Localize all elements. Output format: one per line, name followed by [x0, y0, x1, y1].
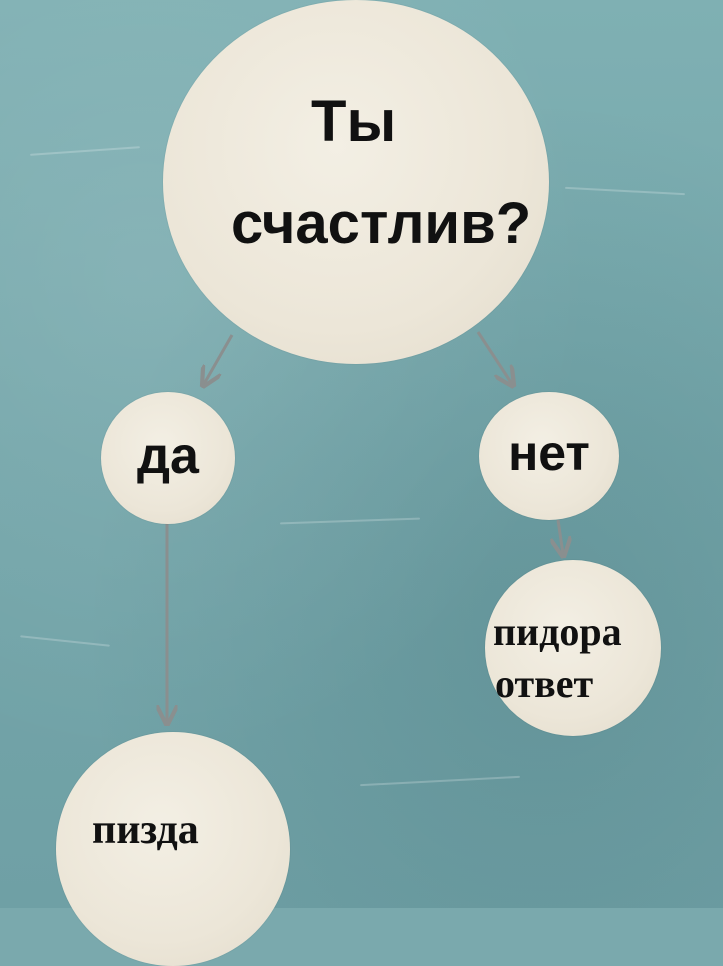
question-line2: счастлив? [231, 191, 532, 256]
arrow-to-no [476, 331, 512, 384]
outcome-no-node: пидора ответ [485, 560, 661, 736]
question-node: Ты счастлив? [163, 0, 549, 364]
outcome-yes-label: пизда [92, 807, 199, 853]
outcome-no-line1: пидора [493, 609, 622, 654]
answer-no-label: нет [508, 425, 590, 481]
answer-no-node: нет [479, 392, 619, 520]
arrow-to-yes [204, 334, 234, 384]
answer-yes-label: да [137, 427, 199, 485]
answer-yes-node: да [101, 392, 235, 524]
outcome-no-line2: ответ [495, 661, 594, 706]
arrow-no-to-result [558, 519, 563, 554]
question-line1: Ты [311, 89, 398, 154]
connector-arrows [0, 331, 723, 908]
outcome-yes-node: пизда [56, 732, 290, 966]
